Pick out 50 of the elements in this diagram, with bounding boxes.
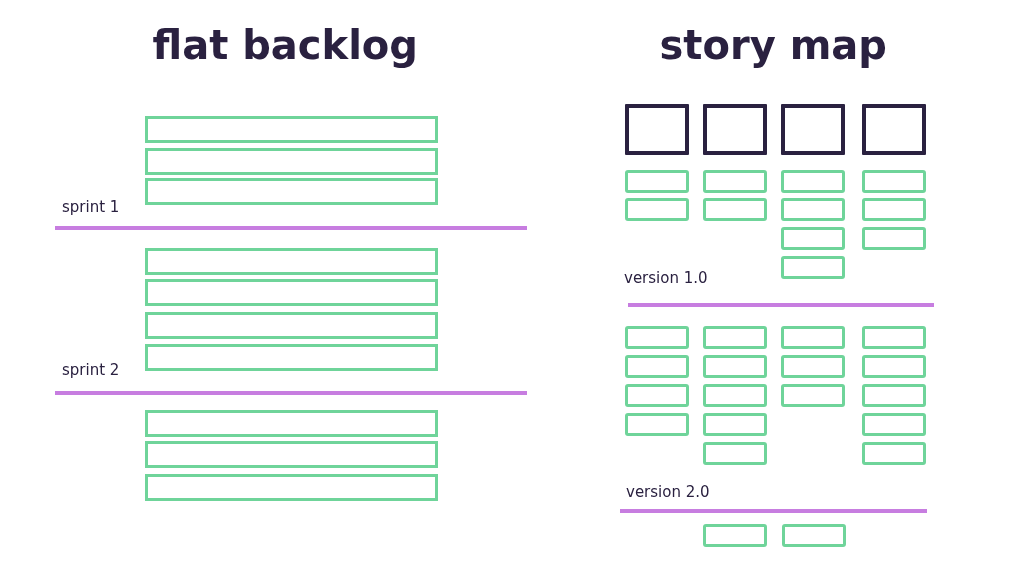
story-card [625, 413, 689, 436]
sprint-label: sprint 2 [62, 361, 120, 379]
backlog-item [145, 441, 438, 468]
story-card [703, 413, 767, 436]
story-card [703, 170, 767, 193]
activity-card [625, 104, 689, 155]
story-card [781, 384, 845, 407]
story-card [625, 355, 689, 378]
backlog-item [145, 410, 438, 437]
story-card [781, 326, 845, 349]
release-label: version 1.0 [624, 269, 708, 287]
story-card [703, 384, 767, 407]
story-card [862, 326, 926, 349]
story-card [703, 326, 767, 349]
column-heading: flat backlog [152, 22, 418, 68]
story-card [781, 227, 845, 250]
story-card [625, 198, 689, 221]
backlog-item [145, 178, 438, 205]
story-card [703, 524, 767, 547]
story-card [782, 524, 846, 547]
story-card [862, 442, 926, 465]
story-card [862, 413, 926, 436]
column-heading: story map [659, 22, 887, 68]
story-card [862, 198, 926, 221]
backlog-item [145, 344, 438, 371]
backlog-item [145, 148, 438, 175]
story-card [781, 198, 845, 221]
release-label: version 2.0 [626, 483, 710, 501]
story-card [862, 384, 926, 407]
story-card [703, 198, 767, 221]
story-card [625, 384, 689, 407]
story-card [703, 442, 767, 465]
backlog-item [145, 279, 438, 306]
sprint-label: sprint 1 [62, 198, 120, 216]
story-card [862, 170, 926, 193]
story-card [781, 355, 845, 378]
activity-card [781, 104, 845, 155]
story-card [862, 355, 926, 378]
backlog-item [145, 116, 438, 143]
story-card [703, 355, 767, 378]
story-card [781, 256, 845, 279]
backlog-item [145, 312, 438, 339]
activity-card [862, 104, 926, 155]
backlog-item [145, 248, 438, 275]
backlog-item [145, 474, 438, 501]
story-card [862, 227, 926, 250]
activity-card [703, 104, 767, 155]
story-card [625, 170, 689, 193]
story-card [781, 170, 845, 193]
story-card [625, 326, 689, 349]
